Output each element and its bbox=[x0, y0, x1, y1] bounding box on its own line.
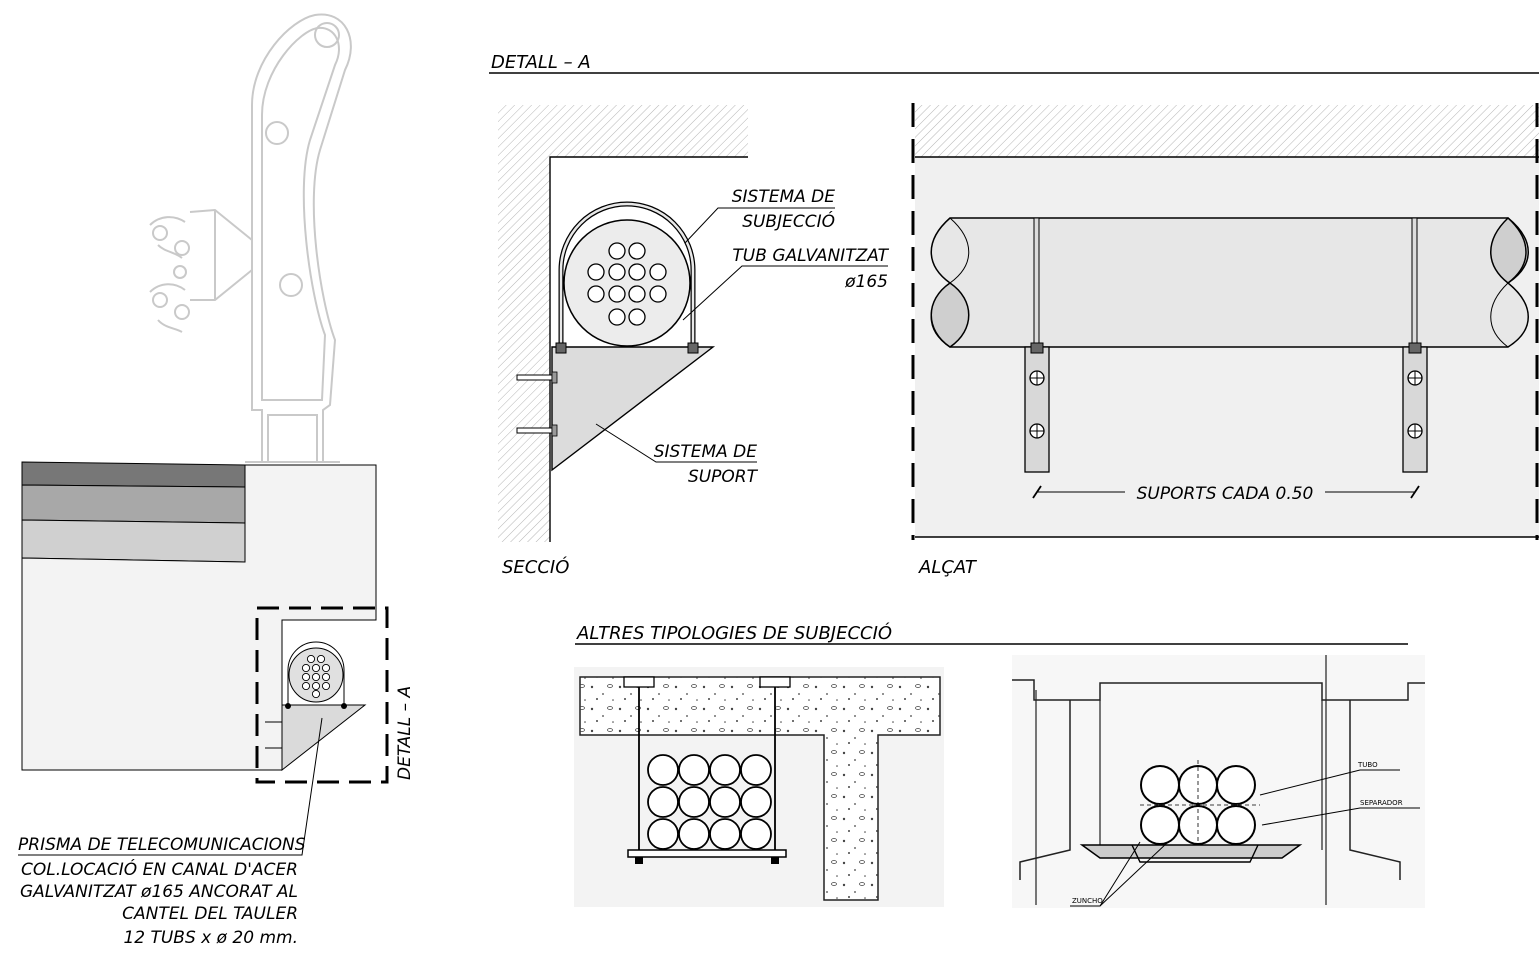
alternative-girder-tray: TUBO SEPARADOR ZUNCHO bbox=[1012, 655, 1425, 908]
label-subjection-2: SUBJECCIÓ bbox=[742, 210, 835, 232]
support-bracket bbox=[551, 346, 716, 472]
label-separador: SEPARADOR bbox=[1360, 799, 1403, 807]
cable-ducts bbox=[587, 242, 667, 326]
note-line-4: CANTEL DEL TAULER bbox=[122, 904, 298, 924]
elevation-label: ALÇAT bbox=[918, 557, 978, 578]
overview-drawing: DETALL – A PRISMA DE TELECOMUNICACIONS C… bbox=[18, 13, 415, 948]
insulator-upper bbox=[149, 216, 190, 259]
mini-tube-assembly bbox=[265, 641, 367, 772]
pipe-body bbox=[930, 217, 1529, 348]
detail-title: DETALL – A bbox=[491, 52, 591, 73]
note-line-3: GALVANITZAT ø165 ANCORAT AL bbox=[20, 882, 298, 902]
label-zuncho: ZUNCHO bbox=[1072, 897, 1103, 905]
bridge-deck bbox=[21, 461, 377, 771]
label-tubo: TUBO bbox=[1357, 761, 1378, 769]
support-plate-left bbox=[1024, 342, 1050, 473]
label-tube-1: TUB GALVANITZAT bbox=[732, 246, 889, 266]
support-plate-right bbox=[1402, 342, 1428, 473]
note-line-1: PRISMA DE TELECOMUNICACIONS bbox=[18, 835, 306, 855]
detail-a-boundary bbox=[255, 606, 389, 784]
lamp-post bbox=[149, 13, 352, 463]
section-label: SECCIÓ bbox=[502, 556, 569, 578]
insulator-lower bbox=[149, 283, 190, 333]
note-line-5: 12 TUBS x ø 20 mm. bbox=[123, 928, 298, 948]
spacing-label: SUPORTS CADA 0.50 bbox=[1137, 484, 1314, 504]
spacing-dimension: SUPORTS CADA 0.50 bbox=[1032, 484, 1420, 504]
galvanized-tube bbox=[563, 219, 691, 347]
label-subjection-1: SISTEMA DE bbox=[732, 187, 836, 207]
label-bracket-1: SISTEMA DE bbox=[654, 442, 758, 462]
note-line-2: COL.LOCACIÓ EN CANAL D'ACER bbox=[21, 858, 298, 880]
elevation-view: SUPORTS CADA 0.50 ALÇAT bbox=[911, 103, 1539, 578]
label-bracket-2: SUPORT bbox=[688, 467, 759, 487]
alternatives-title: ALTRES TIPOLOGIES DE SUBJECCIÓ bbox=[576, 622, 892, 644]
anchor-bolts bbox=[516, 371, 558, 437]
detail-a-tag: DETALL – A bbox=[395, 686, 415, 780]
section-view: SISTEMA DE SUBJECCIÓ TUB GALVANITZAT ø16… bbox=[498, 105, 890, 578]
note-leader bbox=[18, 717, 323, 856]
label-tube-2: ø165 bbox=[844, 272, 888, 292]
alternative-hanging-cradle bbox=[574, 667, 944, 907]
